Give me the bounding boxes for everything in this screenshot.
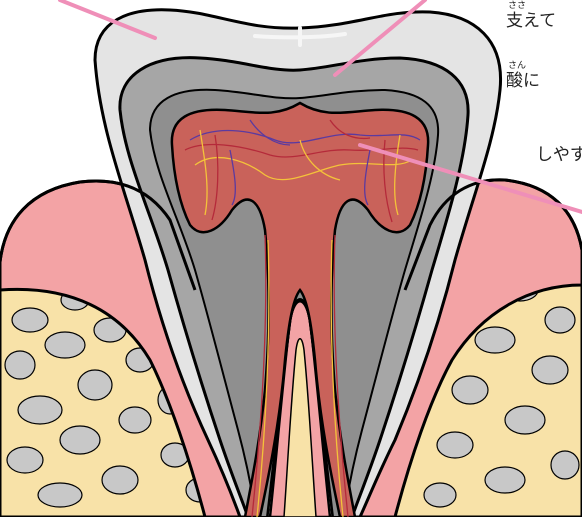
- annotation-easily-text: しやす: [536, 145, 582, 165]
- annotation-acid-text: 酸に: [506, 71, 540, 91]
- annotation-support-text: 支えて: [506, 11, 556, 31]
- annotation-acid-ruby: さん: [508, 62, 540, 71]
- annotation-easily: しやす: [536, 145, 582, 165]
- annotation-acid: さん 酸に: [506, 62, 540, 91]
- annotation-support: ささ 支えて: [506, 2, 556, 31]
- annotation-support-ruby: ささ: [508, 2, 556, 11]
